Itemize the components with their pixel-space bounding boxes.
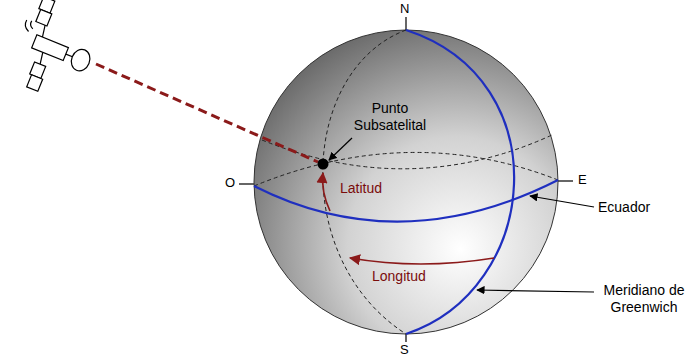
satellite-icon [3,0,105,105]
equator-leader [530,196,594,207]
angle-label: Longitud [372,268,426,285]
greenwich-meridian [406,30,514,334]
longitude-arrow [350,258,494,264]
west-tick [239,183,254,184]
satellite-parallel [262,135,552,169]
meridian-leader [477,290,594,292]
point-leader [329,138,352,160]
compass-label: N [400,1,409,16]
line-label: Meridiano de Greenwich [598,282,690,316]
south-tick [405,334,406,342]
subsatellite-point [318,159,329,170]
compass-label: E [578,172,587,187]
north-tick [405,17,406,30]
latitude-arrow [323,173,330,211]
satellite-beam [96,64,318,162]
compass-label: O [225,175,235,190]
east-tick [558,180,573,181]
satellite-meridian [323,30,406,334]
angle-label: Latitud [340,180,382,197]
line-label: Ecuador [598,199,650,216]
compass-label: S [400,342,409,357]
earth-sphere [254,30,558,334]
point-label: Punto Subsatelital [345,100,435,134]
